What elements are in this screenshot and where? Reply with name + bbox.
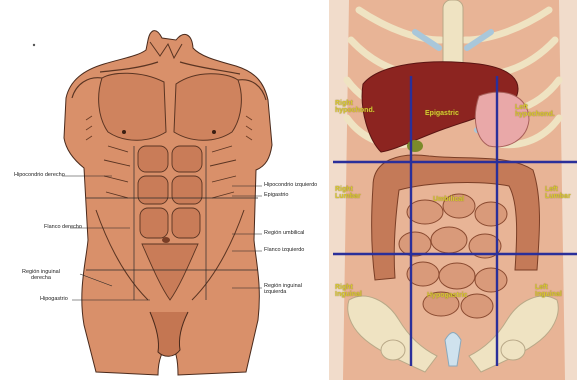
label-right-inguinal: RightInguinal [335, 284, 362, 299]
label-right-lumbar: RightLumbar [335, 186, 361, 201]
label-inguinal-right: Región inguinal derecha [22, 270, 60, 281]
label-epigastrium: Epigastrio [264, 193, 288, 199]
label-umbilical-region: Umbilical [433, 196, 464, 203]
label-umbilical: Región umbilical [264, 231, 304, 237]
label-right-hypochondriac: Righthypochond. [335, 100, 375, 115]
label-hypogastric: Hypogastric [427, 292, 467, 299]
label-inguinal-left: Región inguinal izquierda [264, 284, 302, 295]
label-left-hypochondriac: Lefthypochond. [515, 104, 555, 119]
torso-illustration [0, 0, 318, 380]
anterior-torso-diagram: Hipocondrio derecho Hipocondrio izquierd… [0, 0, 318, 380]
label-hypochondrium-right: Hipocondrio derecho [14, 173, 65, 179]
abdominal-regions-diagram: Righthypochond. Epigastric Lefthypochond… [329, 0, 577, 380]
label-left-inguinal: LeftInguinal [535, 284, 562, 299]
label-flank-right: Flanco derecho [44, 225, 82, 231]
pectoral-left [99, 73, 166, 140]
organ-illustration [329, 0, 577, 380]
label-left-lumbar: LeftLumbar [545, 186, 571, 201]
label-epigastric: Epigastric [425, 110, 459, 117]
label-hypochondrium-left: Hipocondrio izquierdo [264, 183, 317, 189]
label-hypogastrium: Hipogastrio [40, 297, 68, 303]
label-flank-left: Flanco izquierdo [264, 248, 304, 254]
pectoral-right [174, 74, 241, 141]
